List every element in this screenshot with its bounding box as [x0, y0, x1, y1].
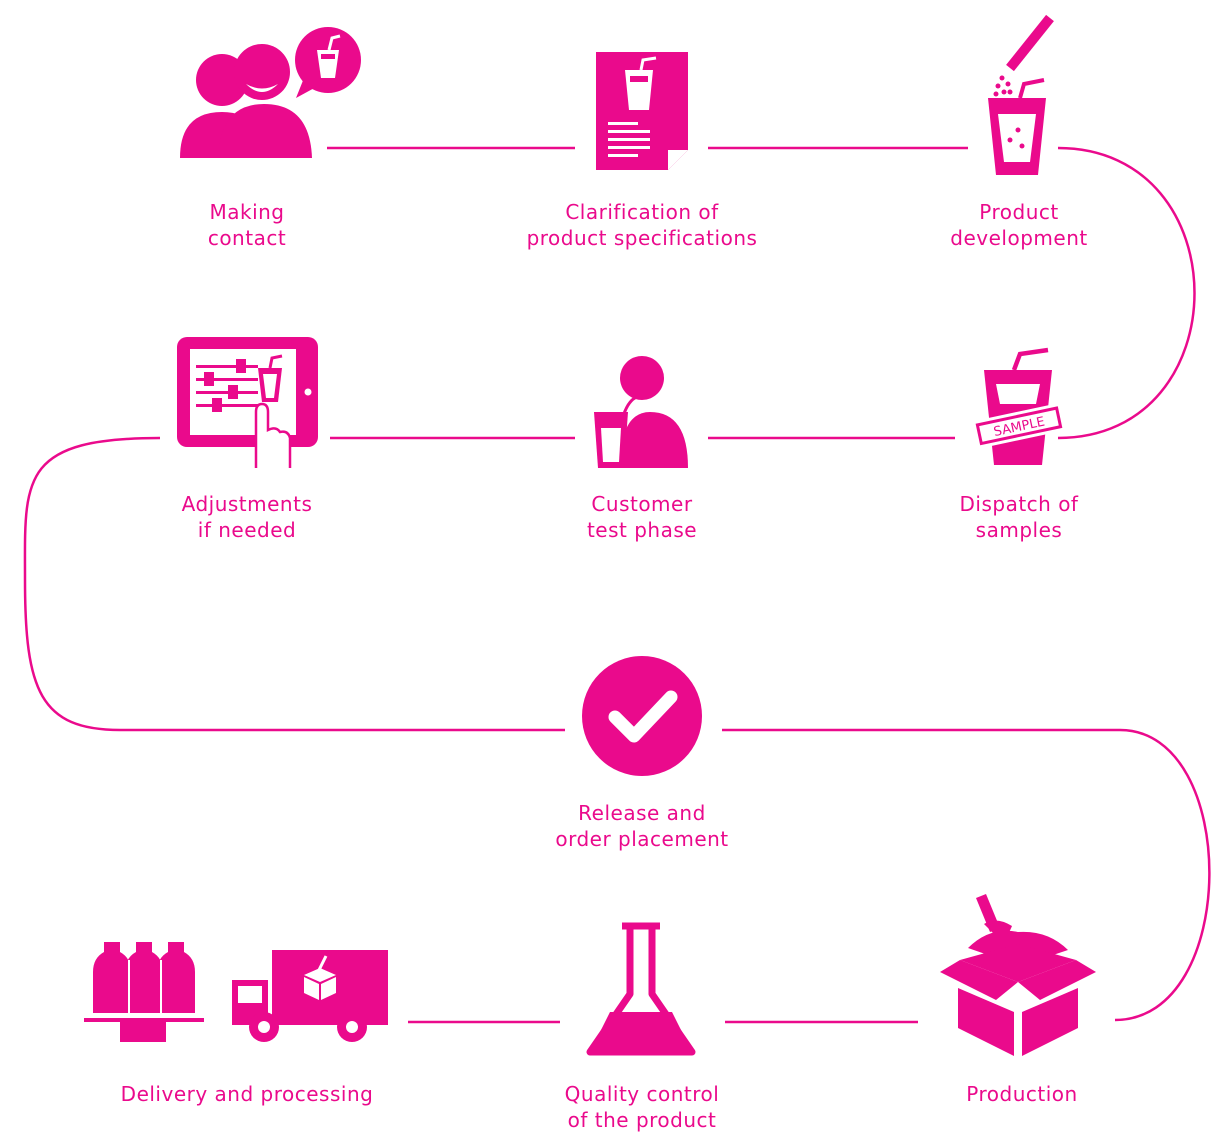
- drink-powder-icon: [988, 14, 1054, 175]
- sample-cup-icon: SAMPLE: [972, 347, 1066, 465]
- spec-document-icon: [596, 52, 688, 170]
- bottles-truck-icon: [84, 942, 388, 1042]
- person-drinking-icon: [594, 356, 688, 468]
- flow-connector: [23, 146, 1211, 1024]
- people-chat-icon: [180, 27, 361, 158]
- powder-box-icon: [940, 894, 1096, 1056]
- label-production: Production: [966, 1082, 1078, 1106]
- label-delivery: Delivery and processing: [120, 1082, 374, 1106]
- check-circle-icon: [582, 656, 702, 776]
- tablet-sliders-icon: [177, 337, 318, 468]
- flask-icon: [586, 922, 696, 1056]
